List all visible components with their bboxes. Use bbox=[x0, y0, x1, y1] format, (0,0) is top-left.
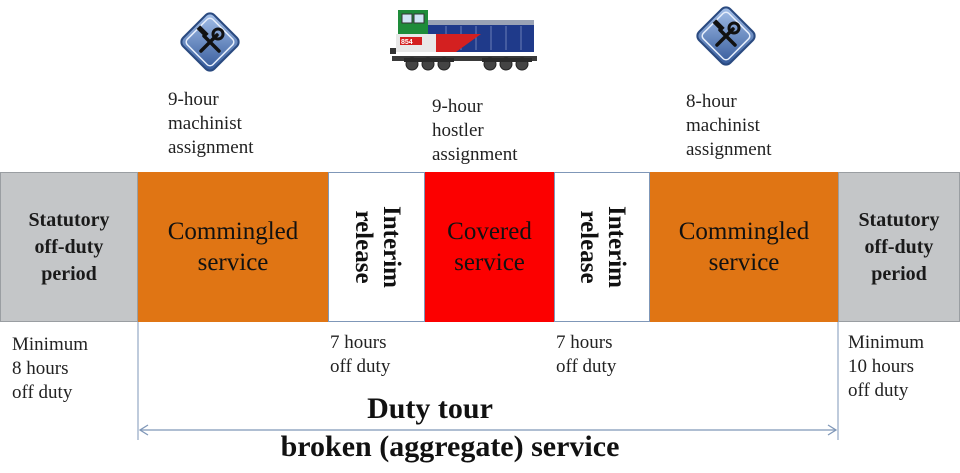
duty-tour-title: Duty tour bbox=[367, 392, 493, 425]
machinist-tools-icon bbox=[690, 0, 762, 72]
duty-tour-subtitle: broken (aggregate) service bbox=[280, 430, 620, 463]
machinist-tools-icon bbox=[174, 6, 246, 78]
locomotive-icon: 854 bbox=[386, 4, 541, 74]
locomotive-number: 854 bbox=[401, 39, 413, 46]
